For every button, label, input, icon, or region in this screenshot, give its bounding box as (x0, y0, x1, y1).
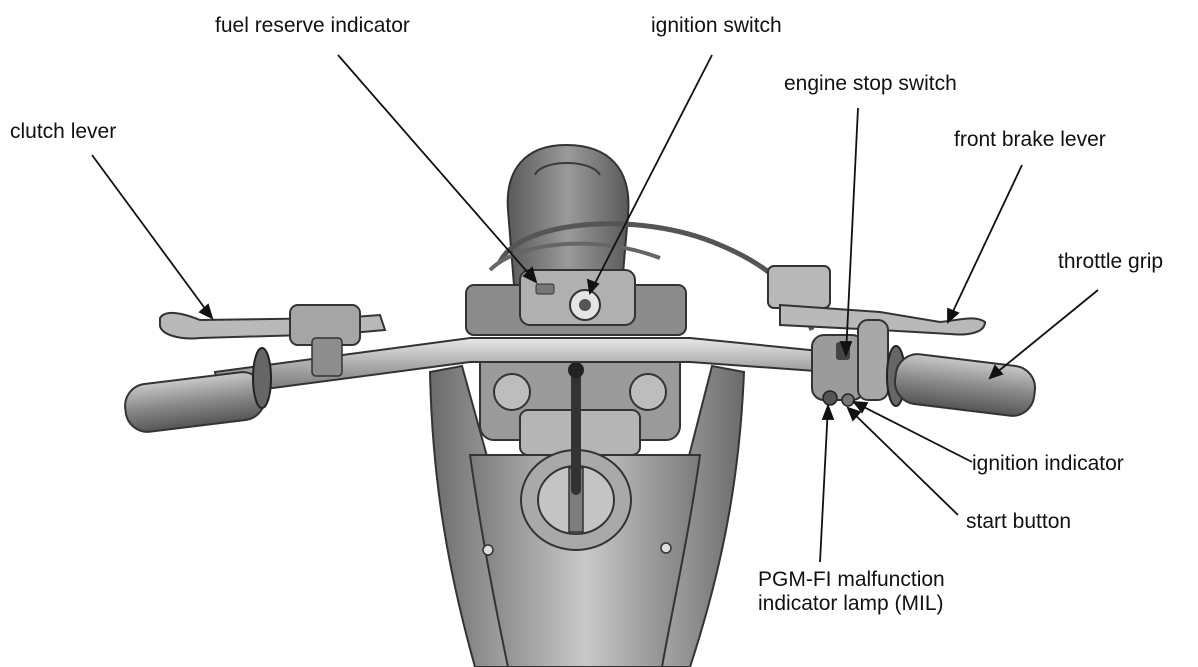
leader-ignition-switch (589, 54, 713, 294)
arrow-front-brake (947, 307, 960, 325)
label-pgm-fi-line2: indicator lamp (MIL) (758, 592, 944, 615)
leader-throttle (989, 289, 1099, 379)
label-front-brake-lever: front brake lever (954, 128, 1106, 151)
leader-fuel-reserve (337, 54, 537, 283)
front-fender (506, 143, 630, 286)
arrow-start-button (846, 406, 862, 422)
leader-lines (91, 54, 1099, 563)
left-grip (124, 347, 272, 433)
arrow-fuel-reserve (522, 266, 538, 284)
leader-ignition-indicator (853, 401, 973, 463)
label-engine-stop-switch: engine stop switch (784, 72, 957, 95)
label-pgm-fi-line1: PGM-FI malfunction (758, 568, 945, 591)
leader-front-brake (947, 164, 1023, 323)
arrow-engine-stop (839, 341, 853, 358)
cable-rear (488, 241, 661, 272)
brake-reservoir (767, 265, 831, 309)
right-switch-housing (811, 319, 889, 407)
label-ignition-indicator: ignition indicator (972, 452, 1124, 475)
label-clutch-lever: clutch lever (10, 120, 117, 143)
leader-pgm-fi (819, 405, 829, 563)
left-switch-housing (311, 337, 343, 377)
stem-bolt (568, 362, 584, 378)
leader-start-button (847, 407, 959, 516)
center-console (519, 269, 636, 326)
arrow-ignition-switch (586, 278, 600, 296)
arrow-throttle (988, 364, 1004, 380)
arrow-ignition-indicator (852, 400, 869, 414)
label-throttle-grip: throttle grip (1058, 250, 1164, 273)
arrow-clutch (198, 303, 214, 320)
arrow-pgm-fi (821, 403, 835, 420)
leader-engine-stop (845, 107, 859, 356)
label-pgm-fi-mil: PGM-FI malfunction indicator lamp (MIL) (758, 568, 945, 616)
label-fuel-reserve-indicator: fuel reserve indicator (215, 14, 410, 37)
label-start-button: start button (966, 510, 1072, 533)
leader-clutch (91, 154, 213, 319)
label-ignition-switch: ignition switch (651, 14, 782, 37)
